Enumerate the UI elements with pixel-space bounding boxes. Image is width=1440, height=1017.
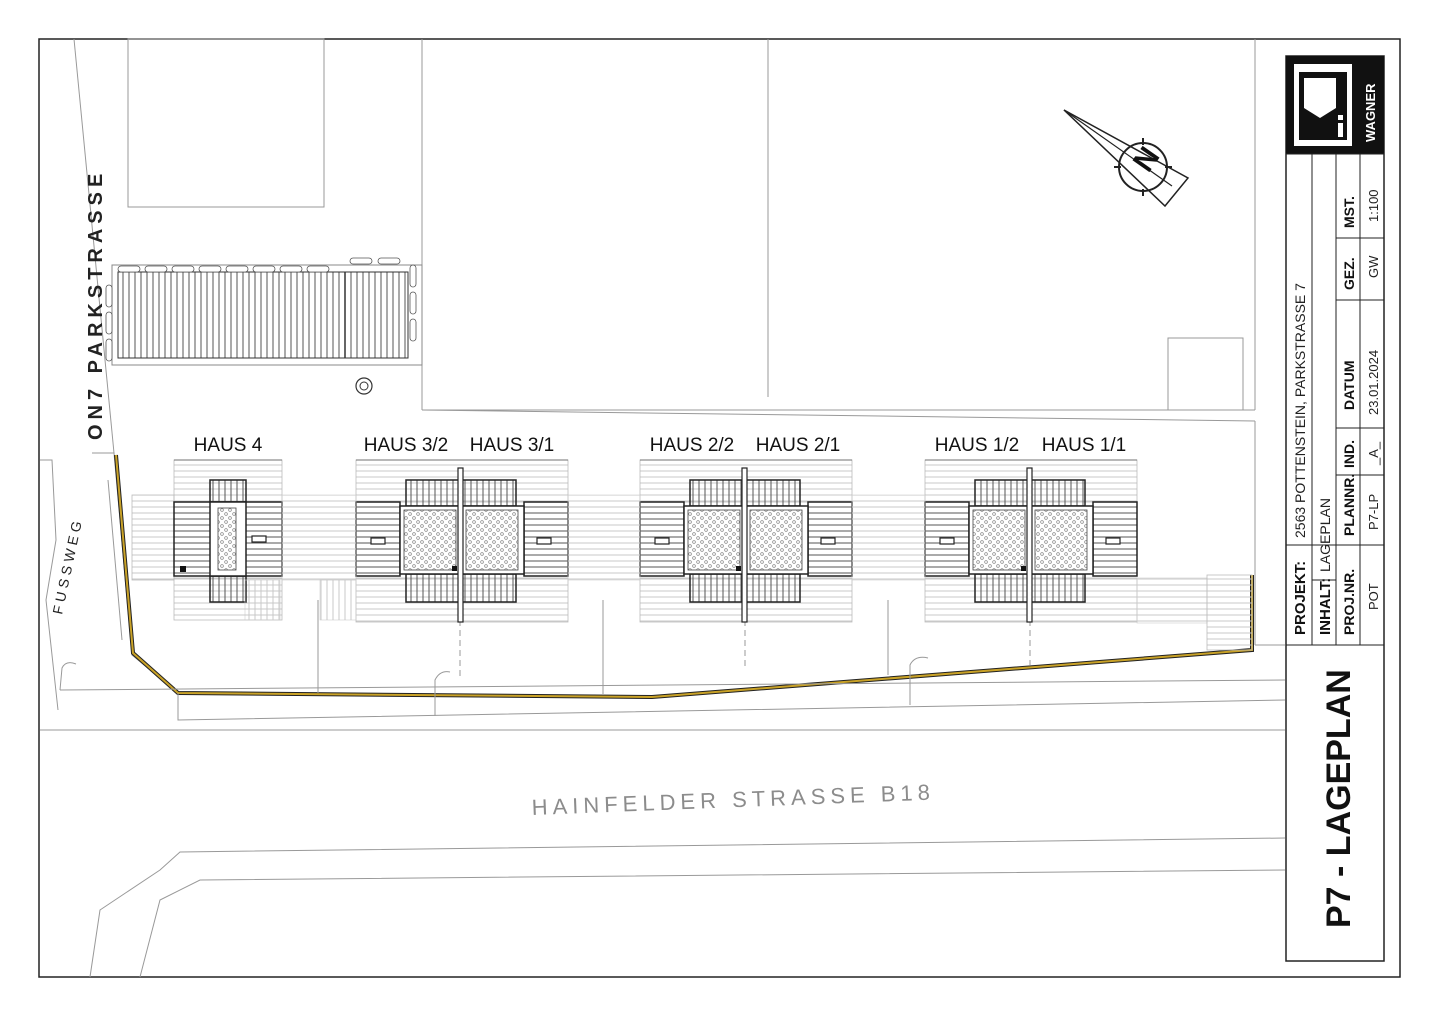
title-block-plannr-header: PLANNR.: [1341, 474, 1357, 536]
building-haus-3: [355, 459, 569, 623]
title-block-ind-header: IND.: [1341, 440, 1357, 468]
title-block-plannr-value: P7-LP: [1366, 494, 1381, 530]
parcel-dividers: [59, 600, 1031, 716]
house-label-haus-1-2: HAUS 1/2: [935, 435, 1019, 456]
street-label-parkstrasse: ON7 PARKSTRASSE: [85, 169, 107, 440]
title-block-inhalt-label: INHALT:: [1317, 578, 1334, 635]
house-label-haus-3-1: HAUS 3/1: [470, 435, 554, 456]
logo-house-icon: [1304, 78, 1336, 118]
house-label-haus-4: HAUS 4: [194, 435, 263, 456]
street-label-fussweg: FUSSWEG: [49, 516, 85, 616]
north-arrow-icon: N: [1063, 109, 1190, 208]
title-block-projnr-value: POT: [1366, 583, 1381, 610]
house-label-haus-2-1: HAUS 2/1: [756, 435, 840, 456]
house-label-haus-1-1: HAUS 1/1: [1042, 435, 1126, 456]
building-haus-1: [924, 459, 1138, 623]
title-block-projekt-value: 2563 POTTENSTEIN, PARKSTRASSE 7: [1292, 283, 1308, 538]
title-block-mst-header: MST.: [1341, 196, 1357, 228]
title-block-datum-value: 23.01.2024: [1366, 350, 1381, 415]
house-label-haus-3-2: HAUS 3/2: [364, 435, 448, 456]
parking-area: [105, 257, 423, 395]
sheet-frame: [38, 38, 1401, 978]
title-block-ind-value: _A_: [1366, 441, 1381, 466]
street-label-hainfelder: HAINFELDER STRASSE B18: [531, 780, 935, 820]
road-edges: [40, 644, 1286, 978]
title-block: WAGNER PROJEKT: 2563 POTTENSTEIN, PARKST…: [1285, 55, 1385, 962]
house-label-haus-2-2: HAUS 2/2: [650, 435, 734, 456]
title-block-projekt-label: PROJEKT:: [1292, 561, 1309, 635]
plan-title: P7 - LAGEPLAN: [1320, 669, 1358, 928]
title-block-mst-value: 1:100: [1366, 189, 1381, 222]
title-block-gez-header: GEZ.: [1341, 257, 1357, 290]
terrace-strips: [244, 494, 1253, 651]
building-haus-2: [639, 459, 853, 623]
title-block-inhalt-value: LAGEPLAN: [1317, 498, 1333, 572]
logo-wordmark: WAGNER: [1363, 83, 1378, 142]
title-block-projnr-header: PROJ.NR.: [1341, 569, 1357, 635]
title-block-gez-value: GW: [1366, 255, 1381, 278]
title-block-datum-header: DATUM: [1341, 360, 1357, 410]
